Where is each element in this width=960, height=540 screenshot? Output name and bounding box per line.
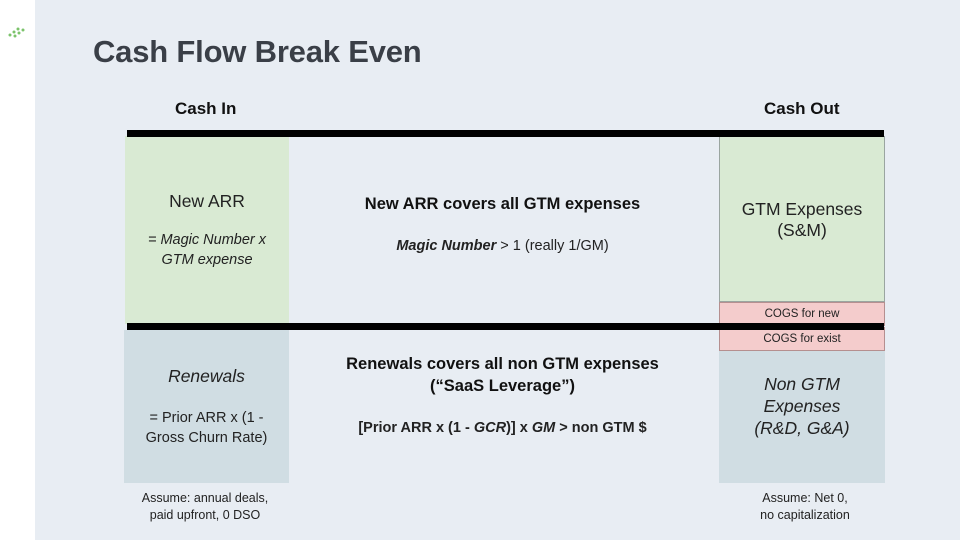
formula-gcr: GCR bbox=[473, 420, 507, 436]
formula-part3: > non GTM $ bbox=[555, 420, 647, 436]
magic-number-term: Magic Number bbox=[396, 238, 497, 254]
top-divider-line bbox=[127, 130, 884, 137]
formula-part2: )] x bbox=[506, 420, 532, 436]
magic-number-condition: > 1 (really 1/GM) bbox=[496, 238, 609, 254]
renewals-label: Renewals bbox=[168, 366, 245, 386]
new-arr-formula-line1: = Magic Number x bbox=[147, 232, 267, 248]
cash-out-note-line2: no capitalization bbox=[760, 508, 850, 522]
new-arr-formula: = Magic Number x GTM expense bbox=[148, 230, 266, 270]
renewals-covers-line1: Renewals covers all non GTM expenses bbox=[346, 355, 659, 373]
formula-gm: GM bbox=[531, 420, 556, 436]
cash-in-note-line2: paid upfront, 0 DSO bbox=[149, 508, 261, 522]
cogs-new-box: COGS for new bbox=[719, 302, 885, 326]
new-arr-box: New ARR = Magic Number x GTM expense bbox=[125, 136, 289, 324]
non-gtm-line1: Non GTM bbox=[764, 374, 840, 394]
cogs-exist-box: COGS for exist bbox=[719, 327, 885, 351]
non-gtm-line2: Expenses bbox=[763, 396, 841, 416]
saas-leverage-formula: [Prior ARR x (1 - GCR)] x GM > non GTM $ bbox=[300, 420, 705, 436]
cash-in-heading: Cash In bbox=[175, 99, 237, 118]
new-arr-label: New ARR bbox=[169, 191, 245, 211]
cash-in-note-line1: Assume: annual deals, bbox=[141, 491, 269, 505]
gtm-expenses-line2: (S&M) bbox=[777, 220, 827, 240]
renewals-covers-line2: (“SaaS Leverage”) bbox=[430, 377, 575, 395]
non-gtm-expenses-label: Non GTM Expenses (R&D, G&A) bbox=[754, 373, 849, 439]
renewals-formula-line1: = Prior ARR x (1 - bbox=[149, 410, 264, 426]
renewals-formula-line2: Gross Churn Rate) bbox=[145, 430, 268, 446]
gtm-expenses-label: GTM Expenses (S&M) bbox=[742, 199, 863, 241]
renewals-covers-heading: Renewals covers all non GTM expenses (“S… bbox=[300, 353, 705, 397]
slide-title: Cash Flow Break Even bbox=[93, 34, 422, 69]
renewals-formula: = Prior ARR x (1 - Gross Churn Rate) bbox=[146, 408, 268, 448]
magic-number-formula: Magic Number > 1 (really 1/GM) bbox=[300, 238, 705, 254]
cash-out-assumption-note: Assume: Net 0, no capitalization bbox=[720, 490, 890, 524]
middle-divider-line bbox=[127, 323, 884, 330]
non-gtm-line3: (R&D, G&A) bbox=[754, 418, 850, 438]
cash-out-note-line1: Assume: Net 0, bbox=[762, 491, 848, 505]
gtm-expenses-box: GTM Expenses (S&M) bbox=[719, 136, 885, 302]
new-arr-covers-heading: New ARR covers all GTM expenses bbox=[364, 195, 641, 213]
gtm-expenses-line1: GTM Expenses bbox=[741, 199, 863, 219]
new-arr-formula-line2: GTM expense bbox=[161, 252, 253, 268]
formula-part1: [Prior ARR x (1 - bbox=[358, 420, 474, 436]
cash-out-heading: Cash Out bbox=[764, 99, 840, 118]
renewals-box: Renewals = Prior ARR x (1 - Gross Churn … bbox=[124, 330, 289, 483]
cash-in-assumption-note: Assume: annual deals, paid upfront, 0 DS… bbox=[120, 490, 290, 524]
non-gtm-expenses-box: Non GTM Expenses (R&D, G&A) bbox=[719, 351, 885, 483]
green-dots-logo-icon bbox=[8, 27, 25, 38]
